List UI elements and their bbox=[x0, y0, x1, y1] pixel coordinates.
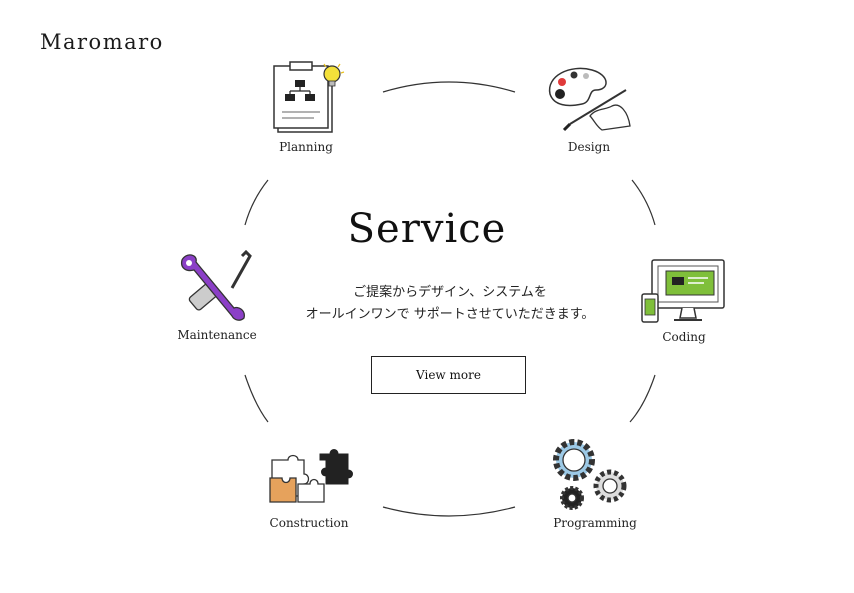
service-label-maintenance: Maintenance bbox=[177, 328, 257, 342]
service-planning[interactable]: Planning bbox=[264, 60, 348, 154]
section-description: ご提案からデザイン、システムを オールインワンで サポートさせていただきます。 bbox=[0, 282, 854, 326]
ring-arc-bottom bbox=[382, 506, 516, 517]
service-label-construction: Construction bbox=[269, 516, 349, 530]
section-title: Service bbox=[347, 206, 507, 252]
service-coding[interactable]: Coding bbox=[638, 258, 730, 344]
service-label-programming: Programming bbox=[553, 516, 637, 530]
planning-icon bbox=[273, 61, 345, 133]
brand-logo[interactable]: Maromaro bbox=[40, 30, 164, 54]
maintenance-icon bbox=[180, 249, 252, 321]
coding-icon bbox=[641, 259, 725, 323]
service-maintenance[interactable]: Maintenance bbox=[172, 248, 262, 342]
description-line-2: オールインワンで サポートさせていただきます。 bbox=[305, 307, 595, 322]
service-label-coding: Coding bbox=[662, 330, 706, 344]
service-design[interactable]: Design bbox=[540, 60, 638, 154]
ring-arc-left-bottom bbox=[244, 374, 269, 423]
service-label-design: Design bbox=[567, 140, 611, 154]
service-programming[interactable]: Programming bbox=[548, 438, 642, 530]
ring-arc-top bbox=[382, 81, 516, 93]
description-line-1: ご提案からデザイン、システムを bbox=[353, 285, 547, 300]
view-more-button[interactable]: View more bbox=[371, 356, 526, 394]
service-construction[interactable]: Construction bbox=[264, 444, 354, 530]
ring-arc-right bbox=[629, 374, 656, 423]
service-label-planning: Planning bbox=[279, 140, 333, 154]
programming-icon bbox=[553, 439, 627, 510]
ring-arc-top-right bbox=[631, 179, 656, 226]
construction-icon bbox=[269, 449, 353, 503]
design-icon bbox=[548, 67, 631, 132]
ring-arc-top-left bbox=[244, 179, 269, 226]
